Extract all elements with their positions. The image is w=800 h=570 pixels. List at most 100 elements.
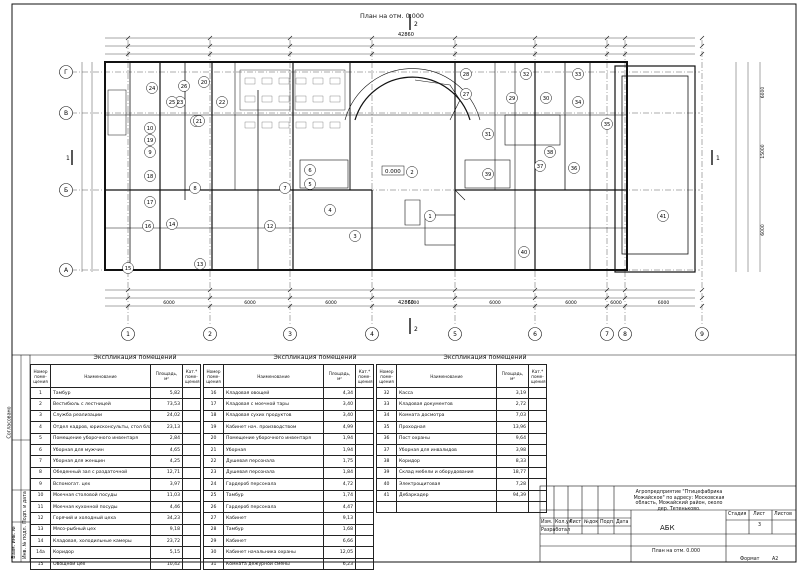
room-area-cell: 24,02	[150, 409, 183, 423]
stamp-sheets-label: Листов	[774, 512, 792, 517]
room-name-cell: Комната досмотра	[396, 409, 497, 423]
room-number-cell: 5	[30, 432, 51, 445]
room-area-cell: 4,25	[150, 455, 183, 468]
room-category-cell	[528, 455, 547, 468]
bottom-dim-label: 6000	[658, 300, 670, 306]
room-number-cell: 6	[30, 443, 51, 457]
room-name-cell: Кладовая сухих продуктов	[223, 409, 324, 423]
room-category-cell	[182, 512, 201, 525]
room-area-cell: 12,05	[323, 546, 356, 559]
room-category-cell	[355, 489, 374, 502]
room-category-cell	[528, 432, 547, 445]
room-area-cell: 4,47	[323, 500, 356, 514]
room-category-cell	[528, 489, 547, 502]
room-area-cell	[496, 500, 529, 514]
room-number-cell: 32	[376, 386, 397, 400]
bottom-dim-label: 6000	[325, 300, 337, 306]
room-number-cell: 22	[203, 455, 224, 468]
room-number-label: 13	[197, 262, 204, 268]
room-area-cell: 4,99	[323, 421, 356, 434]
room-name-cell: Дебаркадер	[396, 489, 497, 502]
room-number-label: 40	[521, 250, 528, 256]
axis-number-label: 3	[288, 331, 292, 338]
room-number-label: 10	[147, 126, 154, 132]
room-category-cell	[182, 478, 201, 491]
room-name-cell: Душевая персонала	[223, 455, 324, 468]
room-number-cell: 20	[203, 432, 224, 445]
room-number-label: 36	[571, 166, 578, 172]
room-name-cell: Отдел кадров, юрисконсульты, стол бланко…	[50, 421, 151, 434]
room-name-cell: Мясо-рыбный цех	[50, 523, 151, 537]
bottom-dim-label: 6000	[610, 300, 622, 306]
room-name-cell: Помещение уборочного инвентаря	[50, 432, 151, 445]
stamp-col-1: Кол.уч	[555, 520, 572, 525]
room-number-cell: 13	[30, 523, 51, 537]
level-mark: 0.000	[385, 169, 401, 175]
stamp-developer: Разработал	[541, 528, 571, 533]
stamp-col-2: Лист	[569, 520, 582, 525]
room-category-cell	[182, 546, 201, 559]
room-number-label: 29	[509, 96, 516, 102]
stamp-format-value: А2	[772, 557, 779, 562]
room-area-cell: 1,74	[323, 489, 356, 502]
room-category-cell	[355, 409, 374, 423]
room-name-cell: Тамбур	[50, 386, 151, 400]
axis-number-label: 1	[126, 331, 130, 338]
room-number-cell: 7	[30, 455, 51, 468]
room-name-cell: Кабинет	[223, 535, 324, 548]
room-name-cell: Комната дежурной смены	[223, 557, 324, 570]
room-category-cell	[528, 409, 547, 423]
room-number-cell: 30	[203, 546, 224, 559]
room-number-cell: 40	[376, 478, 397, 491]
room-area-cell: 4,65	[150, 443, 183, 457]
room-name-cell: Касса	[396, 386, 497, 400]
axis-number-label: 8	[623, 331, 627, 338]
axis-number-label: 9	[700, 331, 704, 338]
room-area-cell: 9,18	[150, 523, 183, 537]
explication-table-2: Номер поме- щения Наименование Площадь, …	[203, 364, 374, 570]
room-area-cell: 10,42	[150, 557, 183, 570]
section-mark-right: 1	[716, 155, 720, 162]
room-category-cell	[528, 386, 547, 400]
room-category-cell	[355, 523, 374, 537]
room-number-label: 17	[147, 200, 154, 206]
bottom-dim-label: 6000	[489, 300, 501, 306]
col-cat: Кат.* поме- щения	[182, 364, 201, 388]
room-area-cell: 11,03	[150, 489, 183, 502]
room-area-cell: 7,28	[496, 478, 529, 491]
room-number-cell	[376, 500, 397, 514]
bottom-dim-label: 6000	[565, 300, 577, 306]
room-number-cell: 4	[30, 421, 51, 434]
room-number-cell: 9	[30, 478, 51, 491]
room-category-cell	[182, 557, 201, 570]
room-category-cell	[355, 557, 374, 570]
room-category-cell	[355, 398, 374, 411]
room-name-cell: Склад мебели и оборудования	[396, 466, 497, 480]
right-dim-label: 6000	[760, 87, 766, 99]
room-area-cell: 18,77	[496, 466, 529, 480]
room-number-cell: 41	[376, 489, 397, 502]
room-number-cell: 28	[203, 523, 224, 537]
room-name-cell: Уборная для инвалидов	[396, 443, 497, 457]
col-cat: Кат.* поме- щения	[355, 364, 374, 388]
room-area-cell: 8,33	[496, 455, 529, 468]
explication-table-1: Номер поме- щения Наименование Площадь, …	[30, 364, 201, 570]
room-category-cell	[182, 500, 201, 514]
room-number-cell: 36	[376, 432, 397, 445]
room-name-cell: Коридор	[50, 546, 151, 559]
